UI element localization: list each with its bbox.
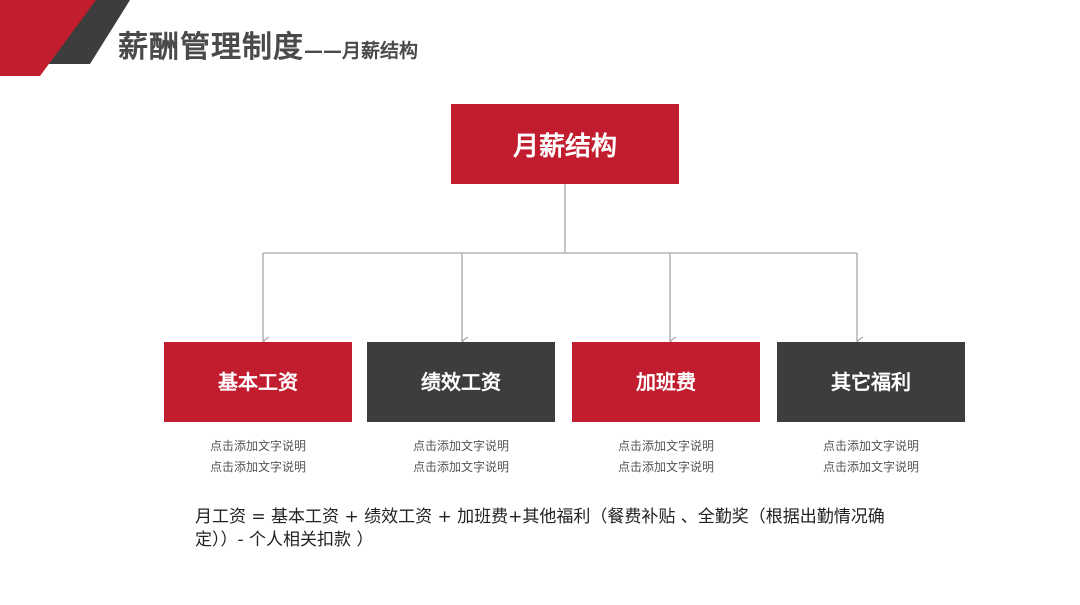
page-title-main: 薪酬管理制度 — [118, 30, 304, 65]
node-performance-salary-label: 绩效工资 — [421, 369, 501, 394]
node-other-benefits-label: 其它福利 — [831, 369, 911, 394]
node-performance-salary-desc: 点击添加文字说明 点击添加文字说明 — [367, 436, 555, 478]
node-performance-salary: 绩效工资 — [367, 342, 555, 422]
node-basic-salary-desc: 点击添加文字说明 点击添加文字说明 — [164, 436, 352, 478]
node-other-benefits: 其它福利 — [777, 342, 965, 422]
node-other-benefits-desc: 点击添加文字说明 点击添加文字说明 — [777, 436, 965, 478]
desc-line: 点击添加文字说明 — [822, 439, 919, 453]
corner-decoration — [0, 0, 130, 76]
page-title-sub: ——月薪结构 — [304, 40, 419, 62]
node-basic-salary: 基本工资 — [164, 342, 352, 422]
node-overtime-pay-desc: 点击添加文字说明 点击添加文字说明 — [572, 436, 760, 478]
desc-line: 点击添加文字说明 — [617, 460, 714, 474]
node-overtime-pay: 加班费 — [572, 342, 760, 422]
desc-line: 点击添加文字说明 — [617, 439, 714, 453]
desc-line: 点击添加文字说明 — [412, 460, 509, 474]
root-node-label: 月薪结构 — [512, 131, 617, 162]
salary-formula: 月工资 = 基本工资 + 绩效工资 + 加班费+其他福利（餐费补贴 、全勤奖（根… — [195, 507, 885, 550]
desc-line: 点击添加文字说明 — [412, 439, 509, 453]
desc-line: 点击添加文字说明 — [209, 439, 306, 453]
desc-line: 点击添加文字说明 — [209, 460, 306, 474]
node-overtime-pay-label: 加班费 — [636, 369, 696, 394]
page-title: 薪酬管理制度 ——月薪结构 — [118, 22, 419, 65]
root-node: 月薪结构 — [451, 104, 679, 184]
node-basic-salary-label: 基本工资 — [218, 369, 298, 394]
desc-line: 点击添加文字说明 — [822, 460, 919, 474]
